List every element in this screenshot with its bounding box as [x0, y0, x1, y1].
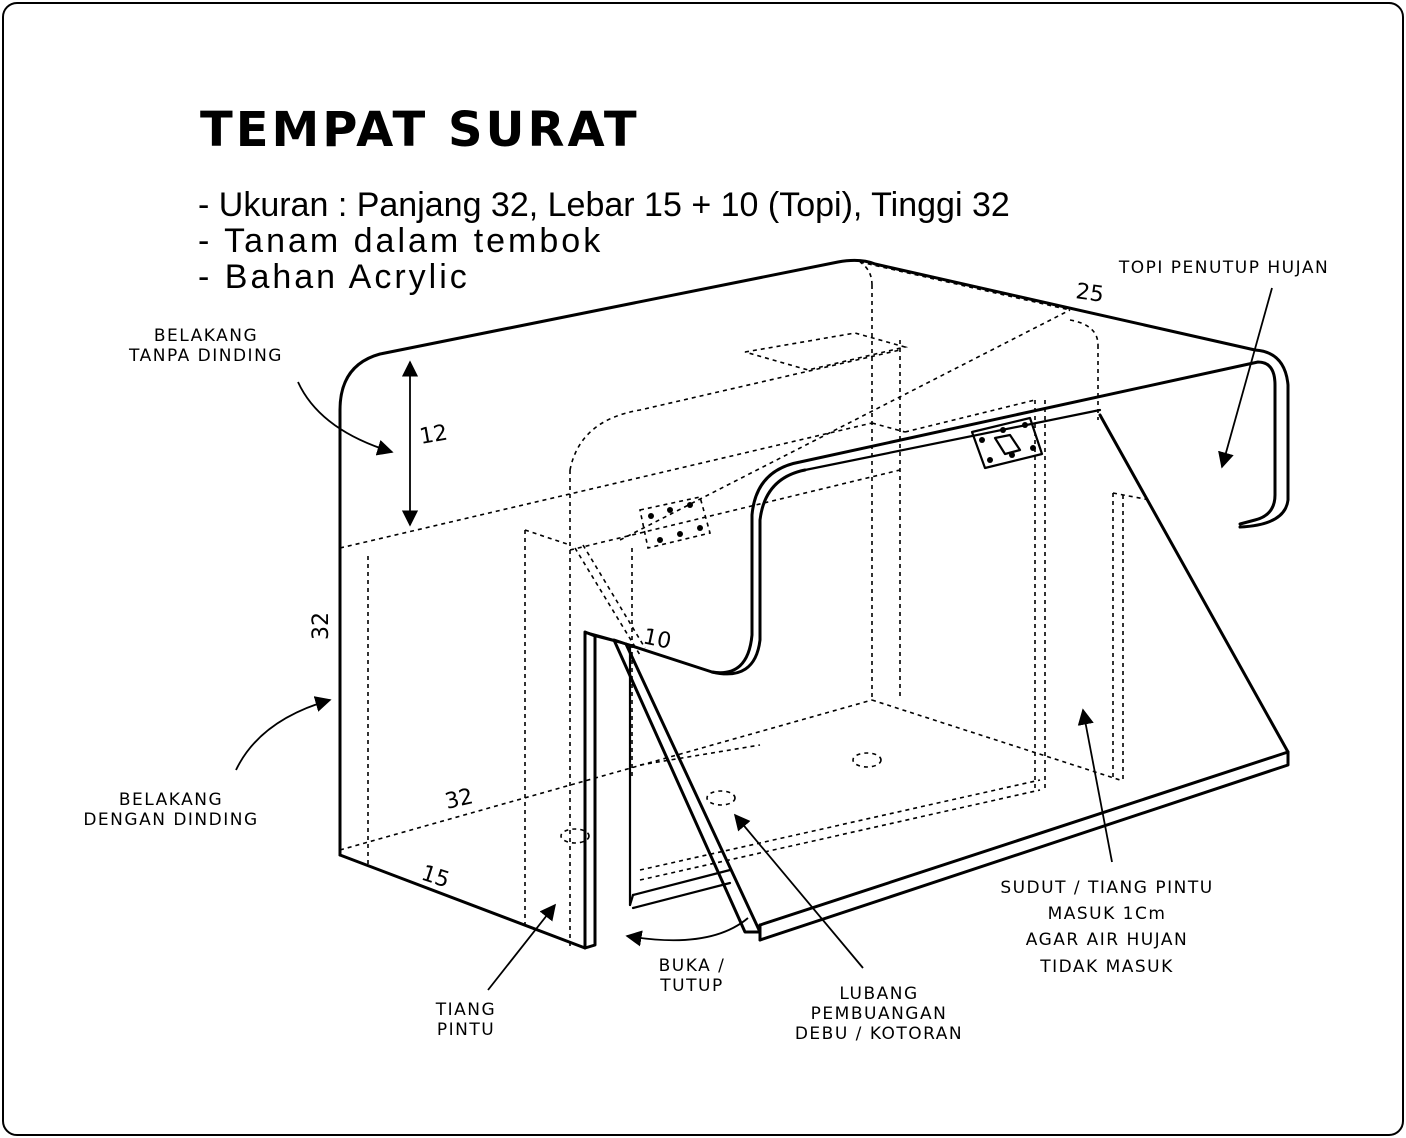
spec-size: - Ukuran : Panjang 32, Lebar 15 + 10 (To…: [198, 186, 1010, 224]
label-corner-3: AGAR AIR HUJAN: [1026, 930, 1189, 950]
hinge: [970, 416, 1044, 470]
label-open-close-1: BUKA /: [659, 956, 726, 976]
label-corner-1: SUDUT / TIANG PINTU: [1000, 878, 1213, 898]
label-rear-with-wall-1: BELAKANG: [119, 790, 223, 810]
label-door-post-1: TIANG: [435, 1000, 496, 1020]
drain-holes: [560, 752, 882, 844]
label-corner-4: TIDAK MASUK: [1039, 957, 1174, 977]
dim-width: 15: [418, 861, 452, 893]
dim-height: 32: [309, 612, 334, 640]
label-door-post-2: PINTU: [437, 1020, 495, 1040]
label-open-close-2: TUTUP: [659, 976, 723, 996]
label-corner-2: MASUK 1Cm: [1048, 904, 1167, 924]
label-drain-hole-2: PEMBUANGAN: [811, 1004, 948, 1024]
label-rear-with-wall-2: DENGAN DINDING: [83, 810, 258, 830]
label-rain-cap: TOPI PENUTUP HUJAN: [1118, 258, 1329, 278]
dim-top-height: 12: [418, 420, 450, 449]
dim-lid-depth: 10: [641, 624, 674, 654]
dim-cap-depth: 25: [1074, 279, 1105, 308]
label-rear-no-wall-2: TANPA DINDING: [128, 346, 283, 366]
box-outline: [338, 258, 1290, 950]
hidden-lines: [339, 261, 1151, 950]
dim-length: 32: [443, 784, 476, 815]
label-drain-hole-3: DEBU / KOTORAN: [795, 1024, 963, 1044]
diagram-title: TEMPAT SURAT: [200, 102, 640, 158]
label-rear-no-wall-1: BELAKANG: [154, 326, 258, 346]
spec-install: - Tanam dalam tembok: [198, 222, 603, 260]
leader-arrows: [235, 287, 1273, 991]
callout-labels: BELAKANG TANPA DINDING BELAKANG DENGAN D…: [83, 258, 1329, 1044]
spec-material: - Bahan Acrylic: [198, 258, 470, 296]
label-drain-hole-1: LUBANG: [839, 984, 918, 1004]
